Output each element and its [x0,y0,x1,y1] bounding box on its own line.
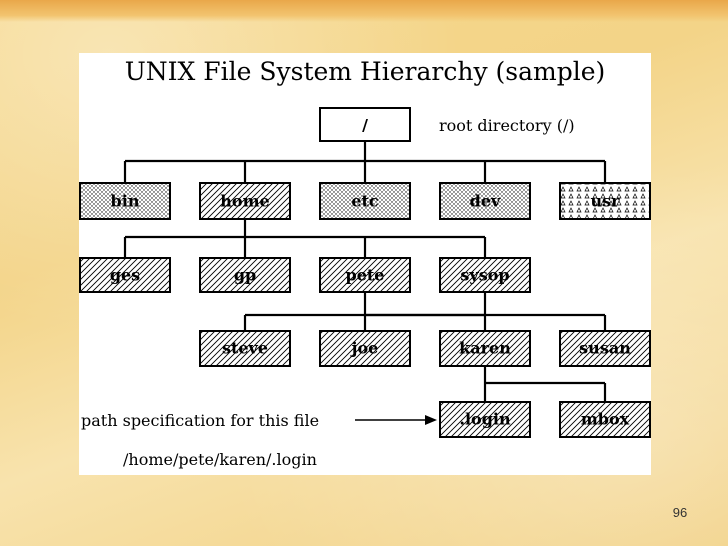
node-ges-label: ges [110,266,140,285]
diagram-panel: UNIX File System Hierarchy (sample) [79,53,651,475]
connector-lines [123,141,607,402]
node-etc: etc [319,182,411,220]
hierarchy-diagram: / root directory (/) bin home etc dev us… [79,107,651,469]
page-number: 96 [672,505,688,520]
node-pete-label: pete [346,266,385,285]
node-etc-label: etc [351,192,379,211]
node-karen-label: karen [459,339,511,358]
node-bin: bin [79,182,171,220]
node-root: / [319,107,411,142]
node-bin-label: bin [111,192,140,211]
node-login: .login [439,401,531,438]
node-pete: pete [319,257,411,293]
slide-top-bar [0,0,728,22]
node-joe: joe [319,330,411,367]
node-ges: ges [79,257,171,293]
node-steve: steve [199,330,291,367]
root-annotation: root directory (/) [439,116,575,135]
node-usr: usr [559,182,651,220]
node-mbox: mbox [559,401,651,438]
node-root-label: / [362,116,368,135]
path-arrow-icon [355,415,437,425]
node-usr-label: usr [590,192,620,211]
node-gp: gp [199,257,291,293]
node-gp-label: gp [234,266,256,285]
node-sysop-label: sysop [460,266,509,285]
node-susan: susan [559,330,651,367]
node-steve-label: steve [222,339,268,358]
node-dev-label: dev [470,192,501,211]
slide-title: UNIX File System Hierarchy (sample) [124,57,606,86]
path-value: /home/pete/karen/.login [123,450,317,469]
node-susan-label: susan [579,339,631,358]
node-sysop: sysop [439,257,531,293]
path-caption: path specification for this file [81,411,319,430]
node-dev: dev [439,182,531,220]
node-login-label: .login [459,410,511,429]
node-joe-label: joe [350,339,379,358]
node-karen: karen [439,330,531,367]
node-home: home [199,182,291,220]
node-home-label: home [220,192,269,211]
node-mbox-label: mbox [581,410,630,429]
